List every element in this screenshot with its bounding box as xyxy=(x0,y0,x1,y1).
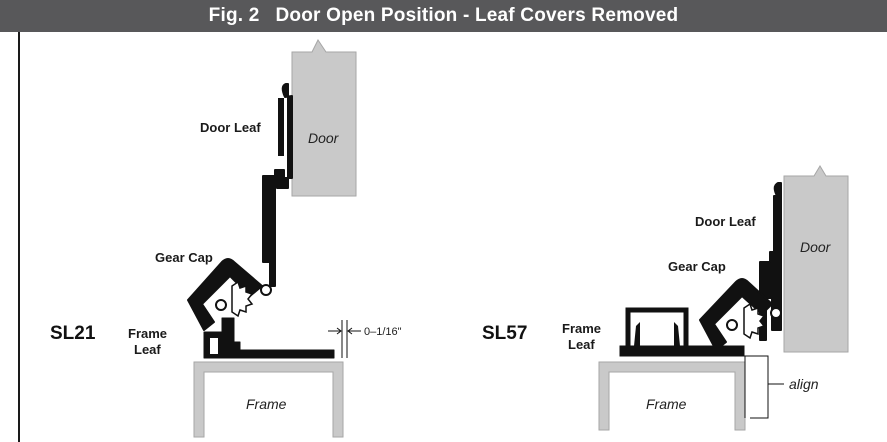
sl21-dimension-arrow-left xyxy=(328,327,342,335)
sl21-frame-leaf-profile xyxy=(203,317,335,359)
sl21-pivot-right xyxy=(260,284,272,296)
left-border-rule xyxy=(18,32,20,442)
sl57-frame-leaf-label-line2: Leaf xyxy=(568,337,595,352)
figure-title-banner: Fig. 2 Door Open Position - Leaf Covers … xyxy=(0,0,887,32)
sl57-assembly: Door Frame align Door Leaf Gea xyxy=(482,165,849,431)
sl21-frame-leaf-label-line1: Frame xyxy=(128,326,167,341)
sl21-door xyxy=(291,39,357,197)
sl57-channel-clip-right xyxy=(674,322,680,346)
sl21-gear-teeth xyxy=(231,280,254,318)
sl21-frame xyxy=(193,361,344,438)
sl21-door-label: Door xyxy=(308,130,340,146)
figure-title: Door Open Position - Leaf Covers Removed xyxy=(275,5,679,26)
sl57-frame-leaf-profile xyxy=(619,345,745,357)
sl21-frame-label: Frame xyxy=(246,396,287,412)
sl21-model-label: SL21 xyxy=(50,323,96,344)
sl21-gear-cap-label: Gear Cap xyxy=(155,250,213,265)
sl21-assembly: Door Frame 0–1/16" Door Leaf Gear Cap xyxy=(50,39,402,438)
sl21-gear-cap xyxy=(187,258,263,331)
sl57-gear-teeth xyxy=(743,302,766,340)
sl21-pivot-left xyxy=(215,299,227,311)
sl57-frame-label: Frame xyxy=(646,396,687,412)
sl57-pivot-left xyxy=(726,319,738,331)
figure-number: Fig. 2 xyxy=(208,5,260,26)
sl57-gear-cap-label: Gear Cap xyxy=(668,259,726,274)
sl21-door-leaf-label: Door Leaf xyxy=(200,120,261,135)
sl57-gear-cap xyxy=(699,278,773,351)
sl57-door-leaf-label: Door Leaf xyxy=(695,214,756,229)
sl21-frame-leaf-slot xyxy=(210,338,218,354)
sl57-door-label: Door xyxy=(800,239,832,255)
sl21-leaf-flange xyxy=(278,98,284,156)
sl57-channel-clip-left xyxy=(634,322,640,346)
sl57-model-label: SL57 xyxy=(482,323,527,344)
sl57-door xyxy=(783,165,849,353)
sl57-frame-leaf-label-line1: Frame xyxy=(562,321,601,336)
sl57-pivot-right xyxy=(770,307,782,319)
sl21-frame-leaf-label-line2: Leaf xyxy=(134,342,161,357)
sl57-leaf-cover-channel xyxy=(625,307,689,347)
sl57-align-label: align xyxy=(789,376,819,392)
sl21-dimension-label: 0–1/16" xyxy=(364,326,402,338)
sl57-align-bracket xyxy=(750,355,769,419)
sl21-dimension-arrow-right xyxy=(347,327,361,335)
sl21-door-leaf-profile xyxy=(262,83,293,287)
